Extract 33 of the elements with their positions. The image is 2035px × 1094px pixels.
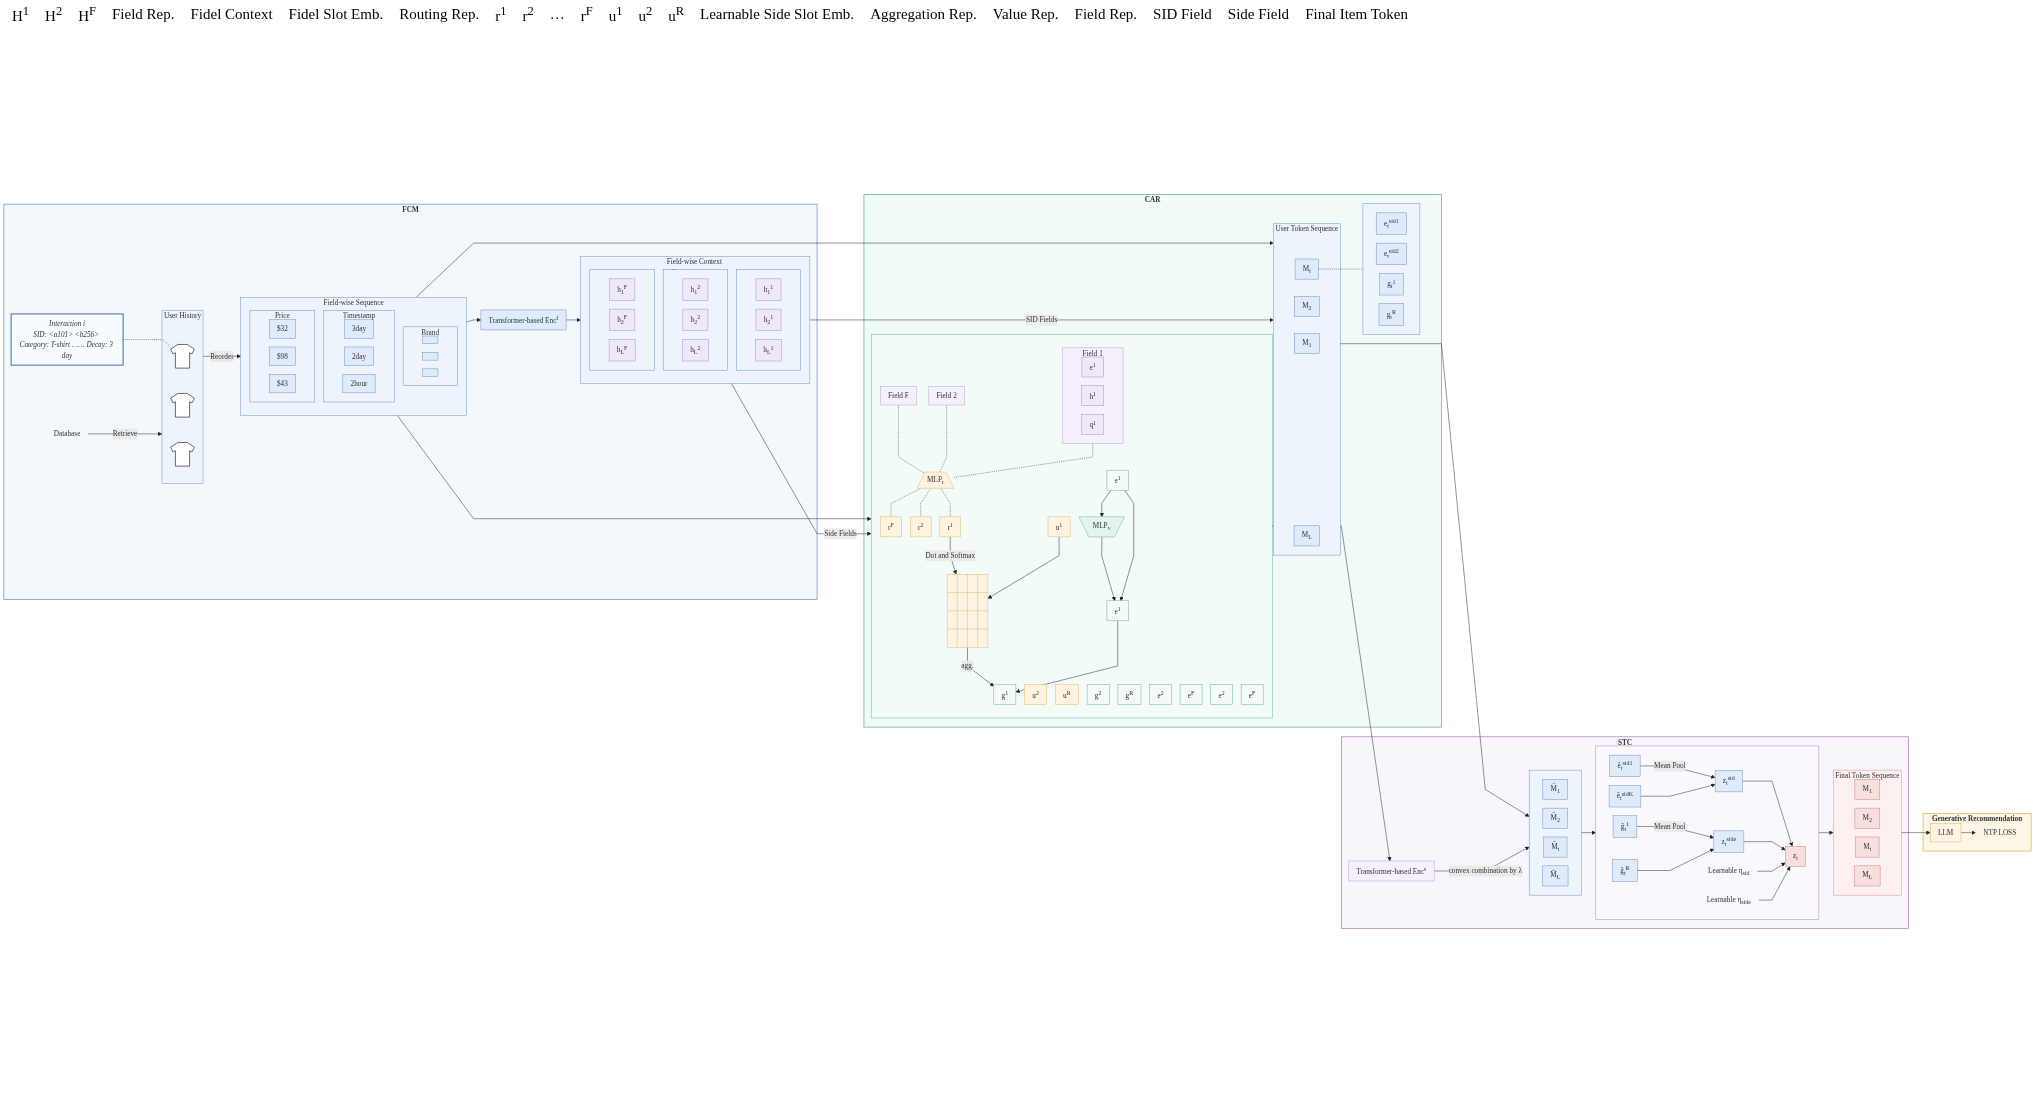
text-label: Field Rep.: [1074, 6, 1138, 23]
cluster: [662, 269, 728, 371]
text-label: u$^{R}$: [668, 4, 684, 25]
text-label: SID Field: [1153, 6, 1212, 23]
cluster: [589, 269, 655, 371]
text-label: Learnable Side Slot Emb.: [700, 6, 855, 23]
node-box: [422, 352, 439, 361]
text-label: u$^{1}$: [608, 4, 623, 25]
text-label: r$^{2}$: [522, 4, 534, 25]
cluster: [1528, 769, 1582, 896]
text-label: H$^{2}$: [45, 4, 63, 25]
cluster: [736, 269, 801, 371]
text-label: Fidel Slot Emb.: [288, 6, 384, 23]
text-label: H$^{F}$: [78, 4, 96, 25]
text-label: H$^{1}$: [12, 4, 30, 25]
text-label: r$^{1}$: [495, 4, 507, 25]
node-box: [422, 335, 439, 344]
text-label: …: [549, 6, 565, 23]
text-label: Field Rep.: [112, 6, 175, 23]
node-box: [422, 368, 439, 377]
text-label: Fidel Context: [190, 6, 273, 23]
text-label: Final Item Token: [1305, 6, 1408, 23]
text-label: Value Rep.: [992, 6, 1059, 23]
node-picture: [170, 442, 195, 467]
cluster: [1595, 745, 1820, 920]
text-label: u$^{2}$: [638, 4, 653, 25]
node-picture: [170, 344, 195, 369]
node-picture: [170, 393, 195, 418]
text-label: Routing Rep.: [399, 6, 480, 23]
cluster: [1362, 203, 1421, 335]
text-label: Aggregation Rep.: [870, 6, 977, 23]
text-label: Side Field: [1227, 6, 1290, 23]
text-label: r$^{F}$: [580, 4, 593, 25]
